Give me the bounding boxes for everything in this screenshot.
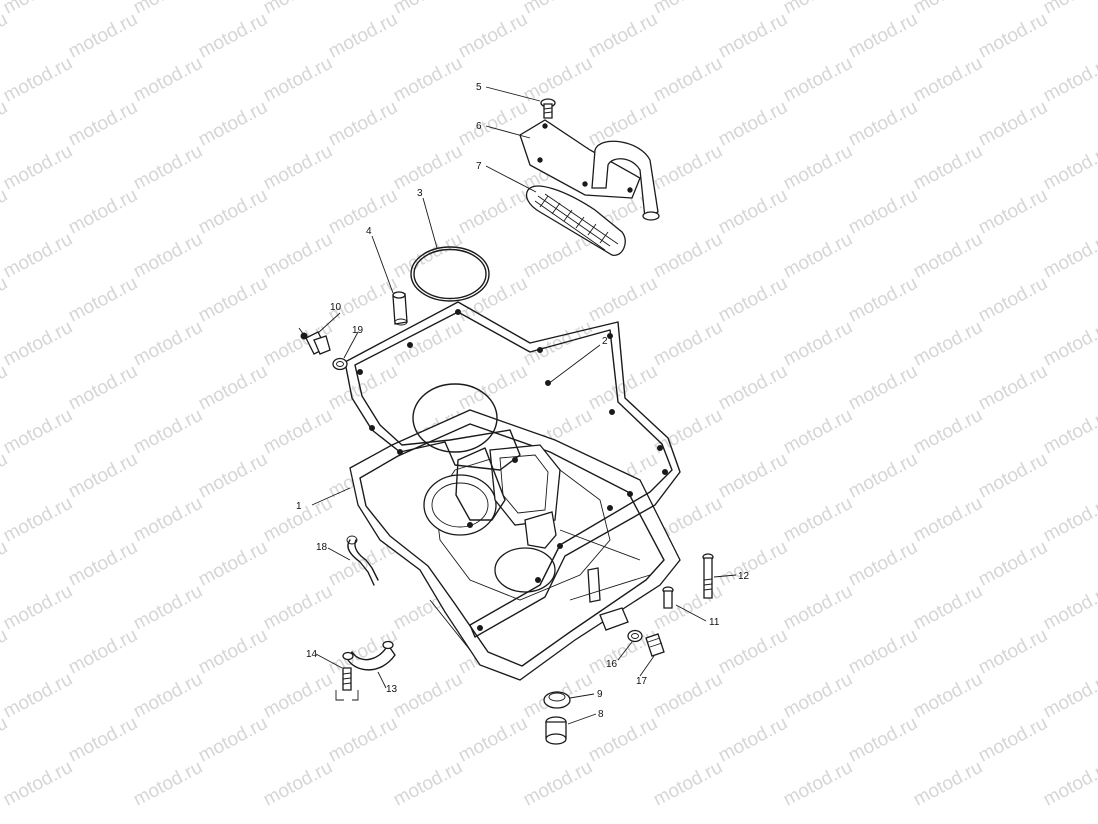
sealing-washer (332, 357, 348, 371)
oil-strainer-pipe (519, 119, 660, 221)
drain-plug (545, 716, 567, 745)
callout-labels: 1 2 3 4 5 6 7 8 9 10 11 12 13 14 16 17 1… (296, 82, 750, 720)
callout-7: 7 (476, 161, 482, 172)
callout-18: 18 (316, 542, 328, 553)
short-bolt (662, 586, 674, 609)
spacer (392, 291, 408, 326)
callout-17: 17 (636, 676, 648, 687)
callout-16: 16 (606, 659, 618, 670)
bracket-bolt (335, 667, 359, 701)
strainer-screen (525, 185, 626, 256)
callout-19: 19 (352, 325, 364, 336)
clip (346, 535, 379, 586)
drain-seal (543, 691, 571, 709)
callout-12: 12 (738, 571, 750, 582)
washer (627, 629, 643, 643)
callout-11: 11 (709, 617, 720, 628)
bracket (342, 640, 396, 671)
long-bolt (702, 553, 714, 599)
leader-lines (311, 86, 737, 725)
oil-pressure-sensor (298, 327, 331, 355)
callout-10: 10 (330, 302, 342, 313)
callout-1: 1 (296, 501, 302, 512)
callout-8: 8 (598, 709, 604, 720)
screw (540, 98, 556, 119)
callout-5: 5 (476, 82, 482, 93)
callout-2: 2 (602, 336, 608, 347)
callout-6: 6 (476, 121, 482, 132)
callout-9: 9 (597, 689, 603, 700)
callout-3: 3 (417, 188, 423, 199)
callout-14: 14 (306, 649, 318, 660)
gasket (344, 301, 681, 638)
o-ring (410, 246, 490, 302)
callout-13: 13 (386, 684, 398, 695)
plug (645, 633, 665, 657)
callout-4: 4 (366, 226, 372, 237)
